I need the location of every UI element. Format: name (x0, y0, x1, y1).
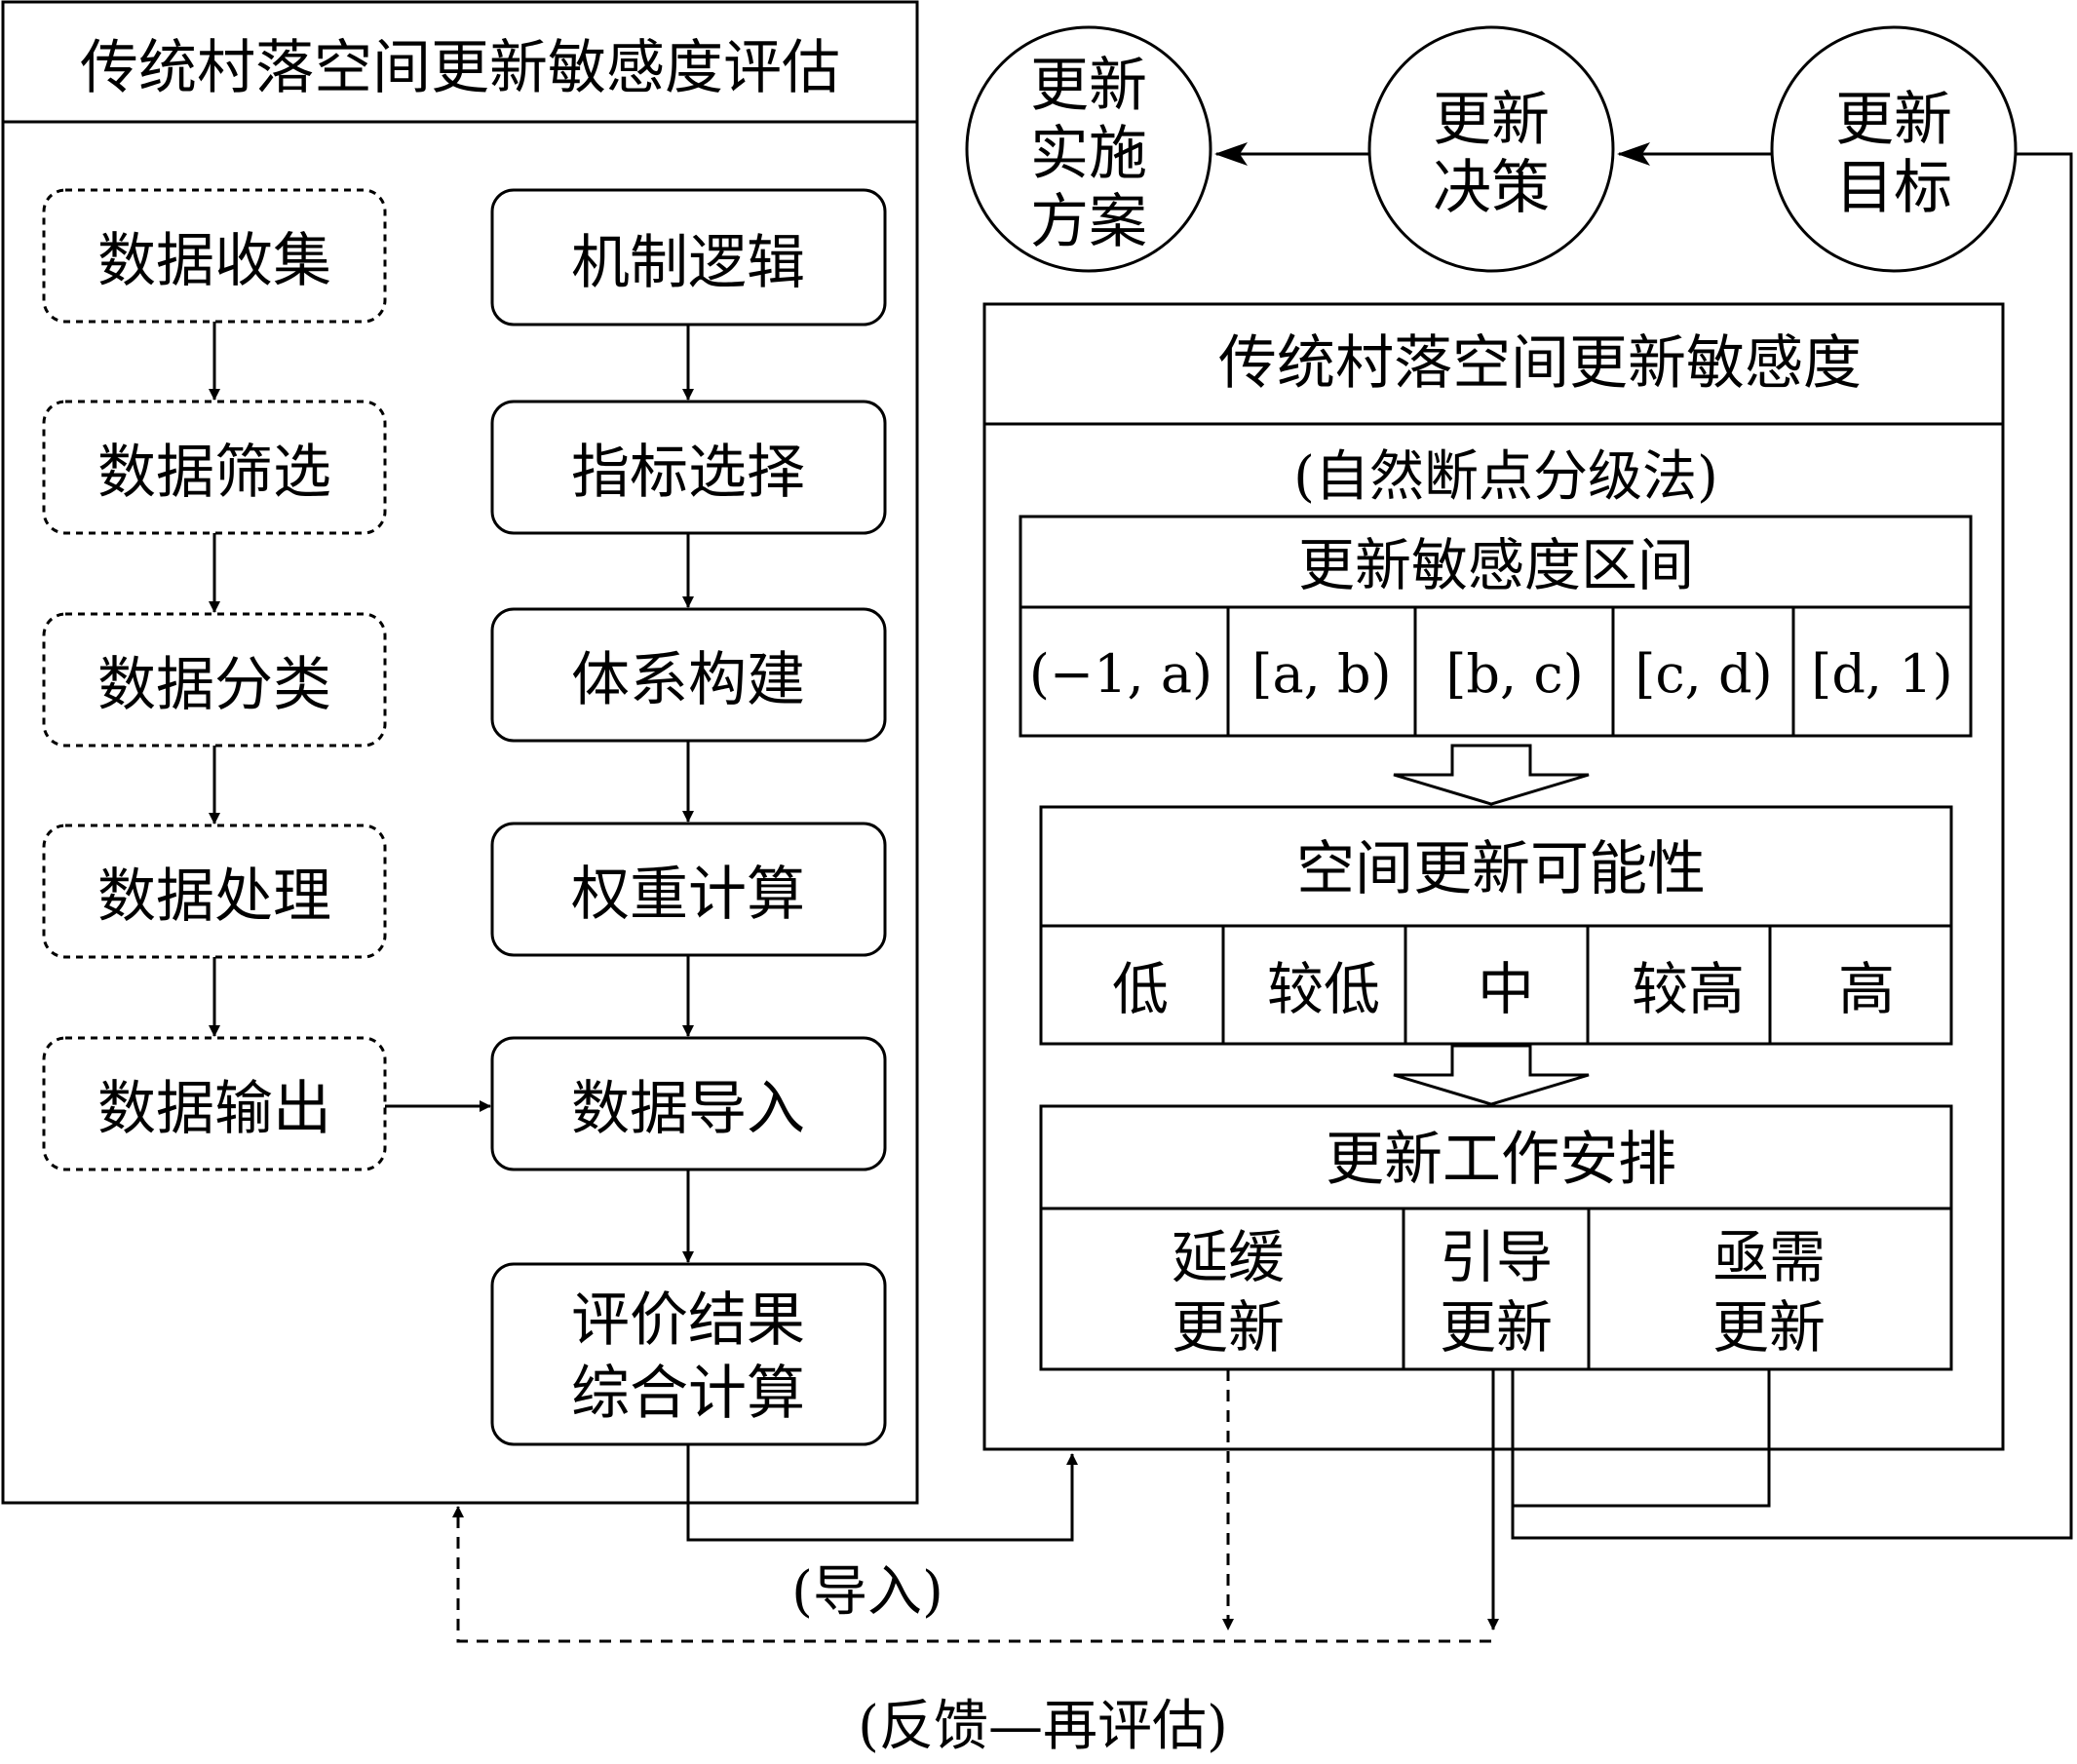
possibility-table: 空间更新可能性 低 较低 中 较高 高 (1039, 805, 1953, 1046)
result-box-line2: 综合计算 (571, 1360, 805, 1428)
circle-implementation-line3: 方案 (1030, 188, 1147, 256)
data-step-output: 数据输出 (97, 1075, 331, 1143)
interval-cell: [c, d) (1635, 643, 1772, 705)
urgent-update-connector (1511, 1369, 1771, 1508)
interval-cell: [d, 1) (1811, 643, 1952, 705)
possibility-table-header: 空间更新可能性 (1296, 835, 1706, 903)
data-column: 数据收集 数据筛选 数据分类 数据处理 数据输出 (42, 188, 387, 1171)
left-panel: 传统村落空间更新敏感度评估 数据收集 数据筛选 数据分类 数据处理 数据输出 机… (1, 0, 919, 1505)
circle-target-line2: 目标 (1835, 154, 1952, 222)
arrangement-cell-line1: 亟需 (1712, 1224, 1826, 1290)
import-label: (导入) (791, 1560, 943, 1624)
right-panel-title: 传统村落空间更新敏感度 (1218, 329, 1862, 398)
arrangement-cell-line2: 更新 (1172, 1294, 1285, 1361)
arrangement-cell-line2: 更新 (1440, 1294, 1553, 1361)
feedback-connector (452, 1506, 1491, 1643)
data-step-box (42, 612, 387, 748)
arrangement-table-header: 更新工作安排 (1326, 1126, 1676, 1194)
circle-target-line1: 更新 (1835, 86, 1952, 154)
interval-table-frame (1019, 515, 1973, 738)
interval-cell: [b, c) (1445, 643, 1583, 705)
method-column: 机制逻辑 指标选择 体系构建 权重计算 数据导入 评价结果 综合计算 (490, 188, 887, 1446)
possibility-cell: 高 (1838, 956, 1895, 1022)
connectors (452, 152, 2073, 1643)
circle-target (1770, 25, 2018, 273)
possibility-cell: 中 (1478, 956, 1534, 1022)
method-step-import: 数据导入 (571, 1075, 805, 1143)
possibility-cell: 较低 (1267, 956, 1380, 1022)
arrangement-table-frame (1039, 1104, 1953, 1371)
circle-decision-line1: 更新 (1433, 86, 1550, 154)
arrangement-cell-line1: 延缓 (1172, 1224, 1285, 1290)
data-step-box (42, 400, 387, 535)
method-step-logic: 机制逻辑 (571, 229, 805, 297)
method-step-indicator: 指标选择 (571, 439, 805, 507)
circle-decision (1367, 25, 1615, 273)
data-step-filter: 数据筛选 (97, 439, 331, 507)
data-step-process: 数据处理 (97, 863, 331, 931)
data-step-box (42, 1036, 387, 1171)
hollow-down-arrow (1393, 1044, 1590, 1106)
circle-implementation-line2: 实施 (1030, 120, 1147, 188)
circle-decision-line2: 决策 (1433, 154, 1550, 222)
feedback-label: (反馈—再评估) (858, 1695, 1228, 1758)
left-panel-frame (1, 0, 919, 1505)
data-step-box (42, 188, 387, 324)
possibility-cell: 低 (1112, 956, 1169, 1022)
interval-table-header: 更新敏感度区间 (1298, 532, 1694, 598)
result-box-line1: 评价结果 (571, 1286, 805, 1355)
method-step-system: 体系构建 (571, 646, 805, 714)
possibility-cell: 较高 (1632, 956, 1745, 1022)
method-step-weight: 权重计算 (571, 861, 805, 929)
data-step-classify: 数据分类 (97, 651, 331, 719)
import-connector (686, 1444, 1078, 1542)
arrangement-cell-line2: 更新 (1712, 1294, 1826, 1361)
left-panel-title: 传统村落空间更新敏感度评估 (80, 34, 840, 102)
interval-cell: [a, b) (1251, 643, 1391, 705)
interval-table: 更新敏感度区间 (−1, a) [a, b) [b, c) [c, d) [d,… (1019, 515, 1973, 738)
right-panel: 传统村落空间更新敏感度 (自然断点分级法) 更新敏感度区间 (−1, a) [a… (982, 302, 2005, 1451)
data-step-collect: 数据收集 (97, 227, 331, 295)
circle-implementation-line1: 更新 (1030, 52, 1147, 120)
classification-method: (自然断点分级法) (1293, 445, 1718, 509)
circle-implementation (965, 25, 1212, 273)
data-step-box (42, 824, 387, 959)
arrangement-table: 更新工作安排 延缓 更新 引导 更新 亟需 更新 (1039, 1104, 1953, 1371)
arrangement-cell-line1: 引导 (1440, 1224, 1553, 1290)
hollow-down-arrow (1393, 744, 1590, 806)
interval-cell: (−1, a) (1029, 643, 1212, 705)
loop-to-target-connector (1511, 152, 2073, 1540)
decision-circles: 更新 实施 方案 更新 决策 更新 目标 (965, 25, 2018, 273)
